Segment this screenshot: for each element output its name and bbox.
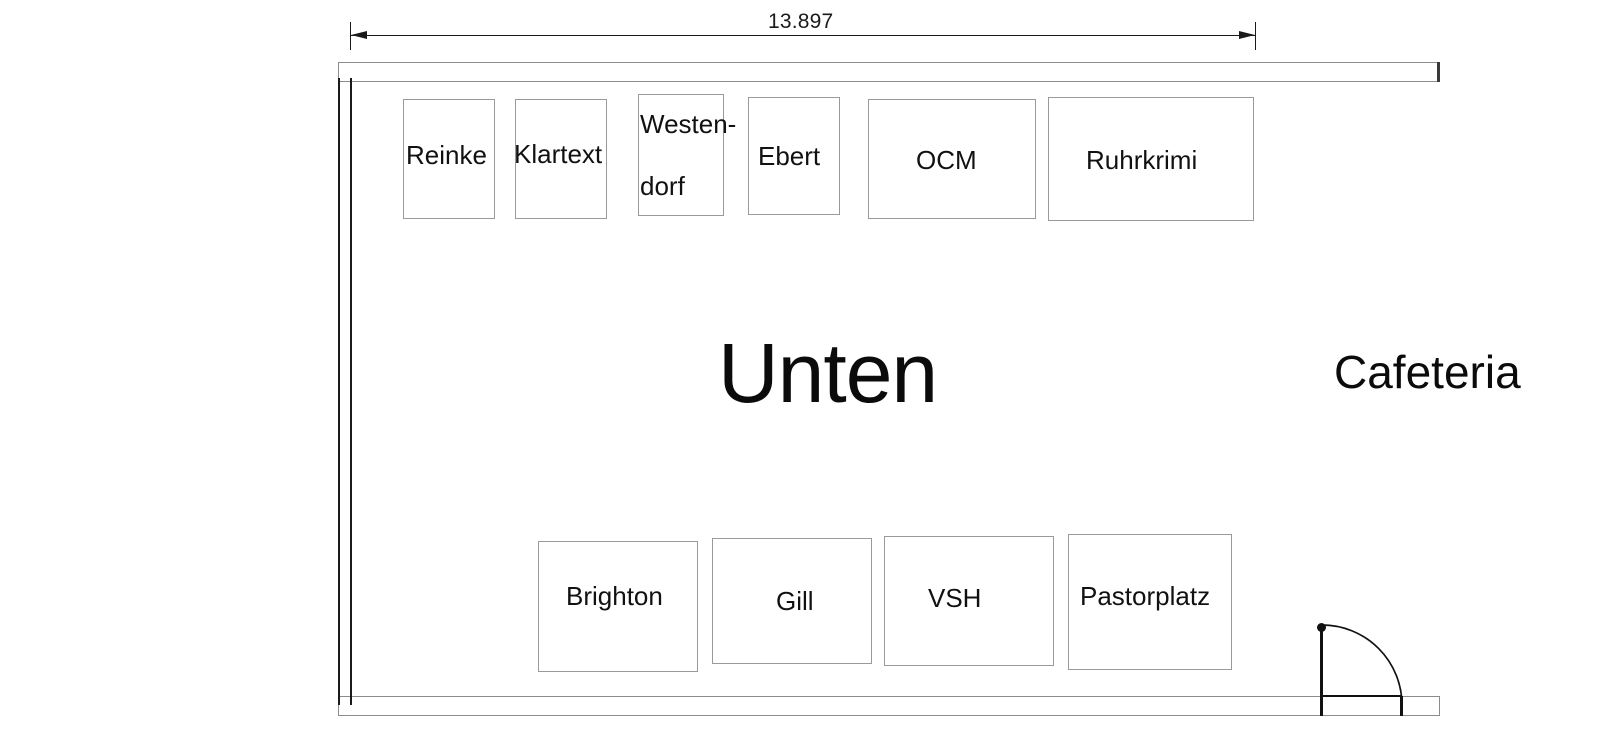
- room-label-ocm: OCM: [916, 145, 977, 175]
- area-label-unten: Unten: [718, 326, 938, 420]
- door-hinge-marker: [1317, 623, 1326, 632]
- room-label-vsh: VSH: [928, 583, 982, 613]
- room-box-ocm[interactable]: [868, 99, 1036, 219]
- room-box-brighton[interactable]: [538, 541, 698, 672]
- door-jamb-right: [1400, 696, 1403, 716]
- door-leaf: [1320, 625, 1324, 705]
- door-threshold: [1320, 695, 1402, 698]
- room-box-reinke[interactable]: [403, 99, 495, 219]
- room-box-westendorf[interactable]: [638, 94, 724, 216]
- dimension-arrowhead-left: [351, 31, 367, 39]
- dimension-extension-tick-right: [1255, 22, 1256, 50]
- wall-left-outer: [338, 78, 340, 705]
- wall-top: [338, 62, 1440, 82]
- room-box-ruhrkrimi[interactable]: [1048, 97, 1254, 221]
- room-label-ruhrkrimi: Ruhrkrimi: [1086, 145, 1198, 175]
- dimension-line: [351, 35, 1255, 36]
- wall-bottom: [338, 696, 1440, 716]
- wall-top-end-cap: [1437, 62, 1440, 82]
- room-label-brighton: Brighton: [566, 581, 663, 611]
- room-label-westendorf-line2: dorf: [640, 171, 685, 201]
- door-swing-arc: [1321, 624, 1403, 706]
- room-box-pastorplatz[interactable]: [1068, 534, 1232, 670]
- dimension-extension-tick-left: [350, 22, 351, 50]
- room-box-gill[interactable]: [712, 538, 872, 664]
- room-box-ebert[interactable]: [748, 97, 840, 215]
- room-label-klartext: Klartext: [514, 139, 603, 169]
- room-label-ebert: Ebert: [758, 141, 821, 171]
- room-box-klartext[interactable]: [515, 99, 607, 219]
- room-label-reinke: Reinke: [406, 140, 487, 170]
- room-label-westendorf-line1: Westen-: [640, 109, 737, 139]
- door-jamb-left: [1320, 696, 1323, 716]
- wall-left-inner: [350, 78, 352, 705]
- dimension-value-label: 13.897: [768, 10, 834, 33]
- room-box-vsh[interactable]: [884, 536, 1054, 666]
- room-label-pastorplatz: Pastorplatz: [1080, 581, 1211, 611]
- room-label-gill: Gill: [776, 586, 814, 616]
- dimension-arrowhead-right: [1239, 31, 1255, 39]
- area-label-cafeteria: Cafeteria: [1334, 346, 1521, 398]
